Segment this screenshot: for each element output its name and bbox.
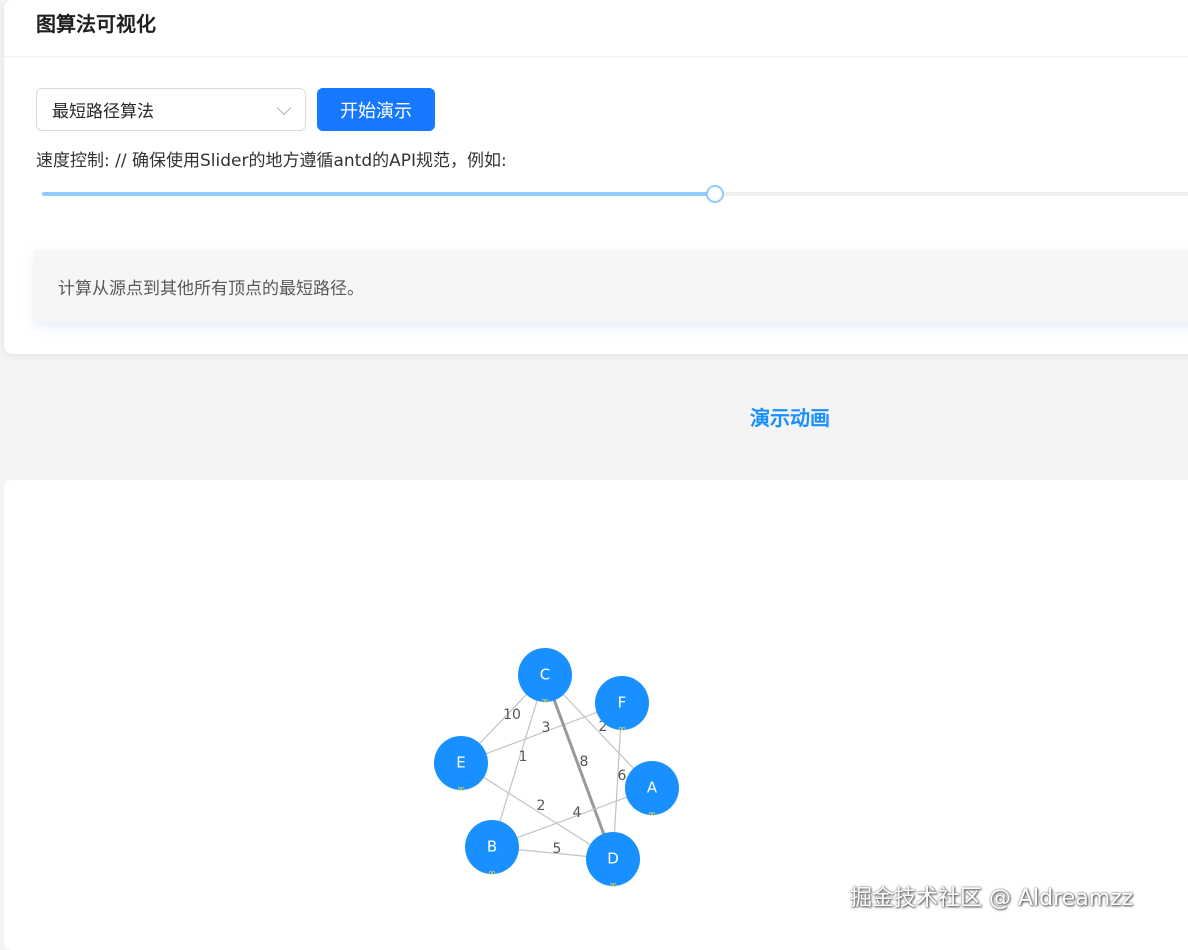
node-circle: [595, 676, 649, 730]
edge-weight-label: 2: [599, 719, 608, 735]
node-circle: [625, 761, 679, 815]
card-header: 图算法可视化: [4, 0, 1188, 57]
node-distance: ∞: [609, 880, 617, 891]
speed-slider[interactable]: [42, 182, 1188, 206]
slider-handle[interactable]: [705, 185, 724, 203]
edge-weight-label: 8: [580, 754, 589, 770]
graph-node-F[interactable]: F∞: [595, 676, 649, 735]
node-circle: [434, 736, 488, 790]
page-title: 图算法可视化: [36, 12, 156, 36]
graph-node-C[interactable]: C∞: [518, 648, 572, 707]
edge-weight-label: 6: [618, 768, 627, 784]
node-distance: ∞: [457, 784, 465, 795]
node-circle: [465, 820, 519, 874]
edge-C-B: [491, 674, 546, 848]
start-demo-button[interactable]: 开始演示: [317, 88, 435, 131]
graph-node-A[interactable]: A∞: [625, 761, 679, 820]
edge-weight-label: 10: [503, 707, 521, 723]
edge-weight-label: 2: [537, 798, 546, 814]
edge-weight-label: 1: [519, 749, 528, 765]
algorithm-description: 计算从源点到其他所有顶点的最短路径。: [34, 250, 1188, 322]
edge-A-B: [491, 787, 653, 848]
algorithm-select[interactable]: 最短路径算法: [36, 88, 306, 131]
settings-card: 图算法可视化 最短路径算法 开始演示 速度控制: // 确保使用Slider的地…: [4, 0, 1188, 354]
graph-node-B[interactable]: B∞: [465, 820, 519, 879]
edge-C-D: [543, 674, 615, 860]
section-title: 演示动画: [750, 406, 830, 430]
slider-track: [42, 192, 715, 196]
node-label: E: [456, 754, 465, 772]
edge-E-D: [460, 762, 614, 860]
algorithm-select-value: 最短路径算法: [52, 102, 154, 122]
node-distance: ∞: [488, 868, 496, 879]
graph-node-D[interactable]: D∞: [586, 832, 640, 891]
node-label: A: [647, 779, 658, 797]
edge-weight-label: 5: [553, 841, 562, 857]
edge-weight-label: 4: [573, 805, 582, 821]
node-label: B: [487, 838, 497, 856]
speed-label: 速度控制: // 确保使用Slider的地方遵循antd的API规范，例如:: [36, 151, 507, 171]
graph-node-E[interactable]: E∞: [434, 736, 488, 795]
node-label: F: [618, 694, 627, 712]
node-distance: ∞: [618, 724, 626, 735]
node-distance: ∞: [541, 696, 549, 707]
node-label: D: [607, 850, 619, 868]
node-circle: [586, 832, 640, 886]
node-distance: ∞: [648, 809, 656, 820]
edge-F-E: [460, 702, 623, 764]
watermark: 掘金技术社区 @ Aldreamzz: [850, 886, 1134, 911]
edge-weight-label: 3: [542, 720, 551, 736]
node-circle: [518, 648, 572, 702]
node-label: C: [540, 666, 550, 684]
